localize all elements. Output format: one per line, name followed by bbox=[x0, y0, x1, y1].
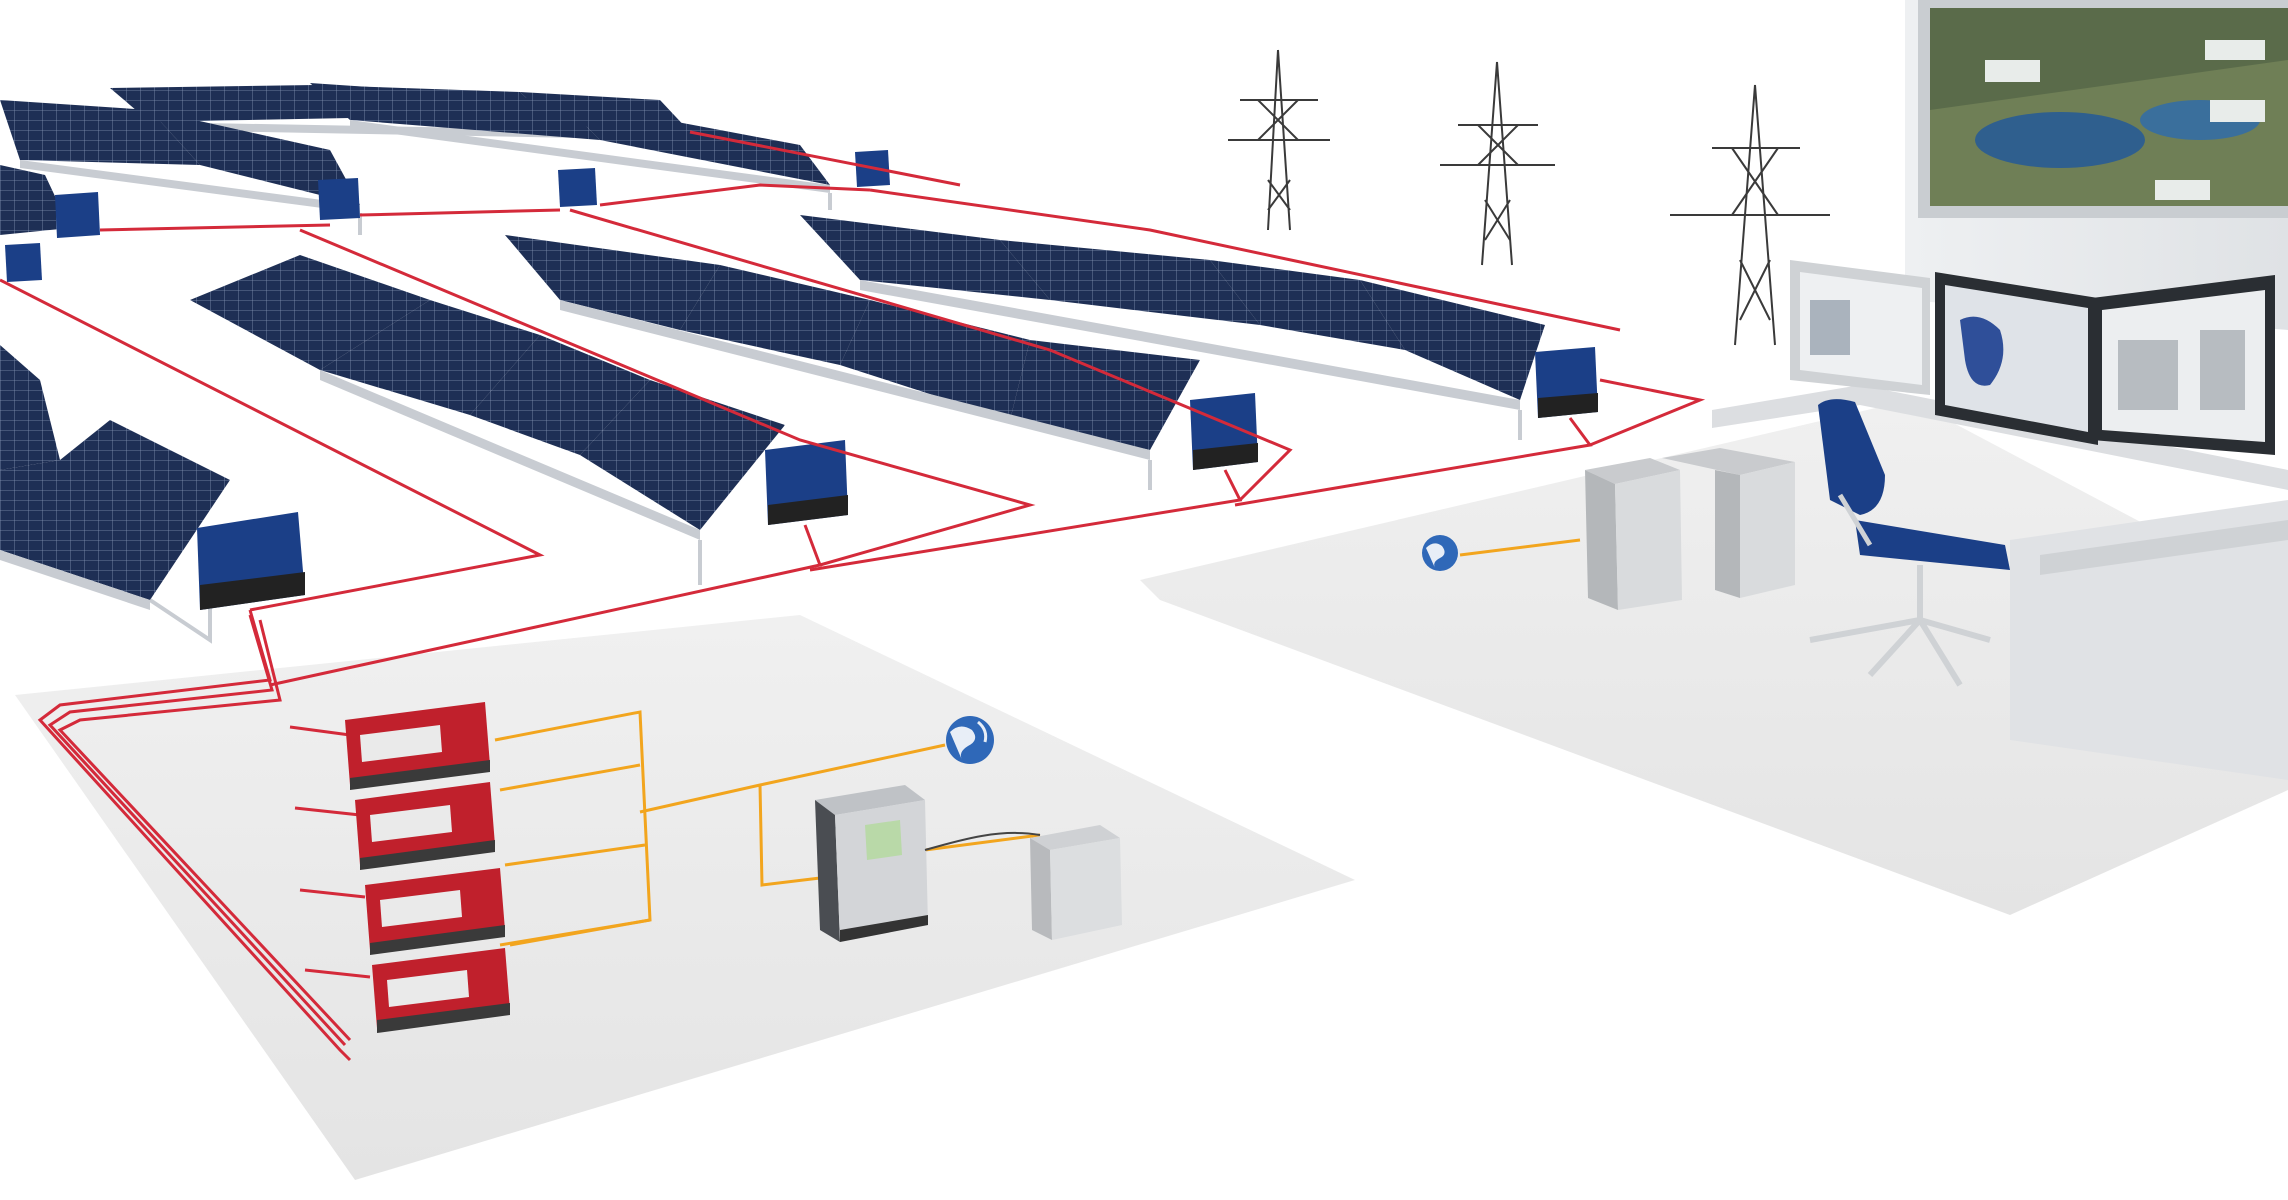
data-logger-cabinet bbox=[815, 785, 928, 942]
monitoring-workstation bbox=[1585, 260, 2288, 780]
desk-monitor bbox=[2092, 275, 2275, 455]
solar-panel-row-3 bbox=[0, 100, 360, 213]
office-chair bbox=[1809, 399, 2010, 687]
globe-icon bbox=[1422, 535, 1458, 571]
network-switch-box bbox=[1030, 825, 1122, 940]
combiner-boxes bbox=[345, 702, 510, 1033]
pc-tower bbox=[1662, 448, 1795, 598]
combiner-box bbox=[365, 868, 505, 955]
power-pylons bbox=[1228, 49, 1830, 346]
combiner-box bbox=[355, 782, 495, 870]
string-inverter bbox=[558, 168, 597, 207]
desk-monitor bbox=[1790, 260, 1930, 395]
string-inverter bbox=[765, 440, 848, 525]
string-inverter bbox=[55, 192, 100, 238]
solar-panel-row-5 bbox=[800, 215, 1545, 410]
dc-cables bbox=[0, 130, 1706, 1062]
solar-panel-row-8 bbox=[0, 345, 230, 610]
solar-panel-row-4 bbox=[0, 165, 70, 235]
solar-panel-row-2 bbox=[310, 83, 830, 193]
combiner-box bbox=[345, 702, 490, 790]
string-inverter bbox=[1535, 347, 1598, 418]
desk-cabinet bbox=[2010, 500, 2288, 780]
wall-display bbox=[1918, 0, 2288, 218]
solar-panel-row-7 bbox=[190, 255, 785, 540]
string-inverter bbox=[197, 512, 305, 610]
string-inverter bbox=[1190, 393, 1258, 470]
desk-monitor bbox=[1935, 272, 2098, 445]
power-pylon bbox=[1228, 49, 1330, 231]
combiner-box bbox=[372, 948, 510, 1033]
string-inverter bbox=[318, 178, 360, 220]
globe-icon bbox=[946, 716, 994, 764]
string-inverter bbox=[5, 243, 42, 282]
power-pylon bbox=[1670, 84, 1830, 346]
solar-panel-rows bbox=[0, 83, 1545, 644]
string-inverters bbox=[5, 150, 1598, 610]
power-pylon bbox=[1440, 61, 1555, 266]
data-cables bbox=[494, 538, 1581, 947]
pc-tower bbox=[1585, 458, 1682, 610]
control-room-floor bbox=[1140, 400, 2288, 915]
